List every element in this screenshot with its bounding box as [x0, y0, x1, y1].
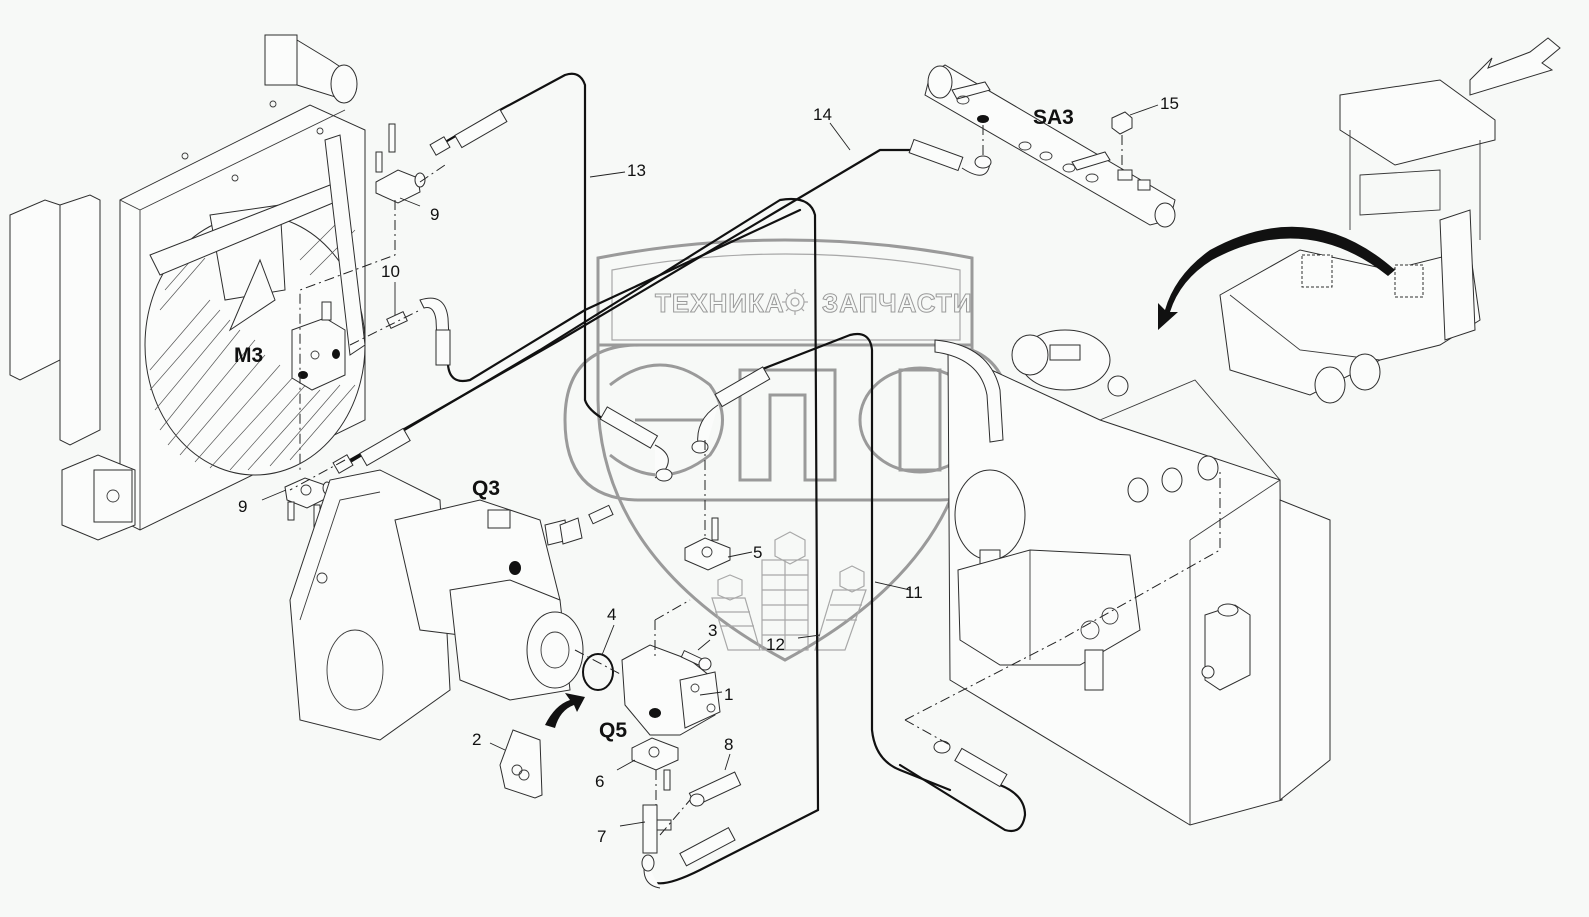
flange-upper — [375, 123, 426, 204]
watermark-left-text: ТЕХНИКА — [655, 288, 785, 318]
location-arrow-icon — [1158, 226, 1395, 330]
hose-to-tee — [648, 808, 820, 885]
callout-7: 7 — [597, 827, 606, 846]
callout-2: 2 — [472, 730, 481, 749]
hose-13-lower-fitting — [599, 406, 673, 482]
tee-fitting-7 — [642, 804, 672, 854]
callout-14: 14 — [813, 105, 832, 124]
component-label-q3: Q3 — [472, 477, 500, 500]
callout-13: 13 — [627, 161, 646, 180]
hydraulic-tank-assembly — [934, 329, 1331, 826]
callout-9-lower: 9 — [238, 497, 247, 516]
callout-4: 4 — [607, 605, 616, 624]
pump-q3-assembly — [289, 469, 614, 741]
callout-11: 11 — [905, 583, 923, 602]
hose-11 — [898, 763, 1027, 833]
view-direction-arrow-icon — [1469, 37, 1561, 96]
callout-9-upper: 9 — [430, 205, 439, 224]
machine-overview — [1219, 79, 1496, 404]
flange-5 — [684, 517, 731, 571]
hose-14-left-fitting — [332, 427, 411, 474]
hose-13-upper-fitting — [429, 108, 508, 156]
hose-14-right-fitting — [908, 138, 992, 176]
hose-12 — [758, 332, 952, 792]
fitting-10 — [386, 311, 408, 329]
manifold-sa3 — [924, 64, 1176, 228]
callout-6: 6 — [595, 772, 604, 791]
hose-13 — [433, 72, 607, 422]
gear-pump-q5 — [621, 644, 721, 736]
callout-3: 3 — [708, 621, 717, 640]
component-label-q5: Q5 — [599, 719, 627, 742]
hose-14-top — [348, 148, 932, 462]
gear-icon — [782, 289, 808, 315]
callout-5: 5 — [753, 543, 762, 562]
watermark-right-text: ЗАПЧАСТИ — [822, 288, 973, 318]
hose-tee-fitting — [641, 826, 736, 889]
callout-10: 10 — [381, 262, 400, 281]
bolt-3 — [680, 649, 712, 671]
component-label-m3: M3 — [234, 344, 263, 367]
hose-10 — [446, 208, 802, 383]
hose-10-fitting — [419, 297, 451, 366]
o-ring-4 — [582, 653, 614, 691]
hose-12-upper-fitting — [691, 366, 771, 454]
callout-15: 15 — [1160, 94, 1179, 113]
callout-1: 1 — [724, 685, 733, 704]
leader-lines — [261, 104, 1159, 827]
oil-cooler-assembly — [9, 34, 366, 541]
install-arrow-icon — [545, 693, 585, 728]
seal-kit-bag-2 — [499, 729, 543, 799]
assembly-centerlines — [289, 125, 1221, 836]
callout-12: 12 — [766, 635, 785, 654]
fitting-8 — [688, 771, 742, 807]
watermark: ТЕХНИКА ЗАПЧАСТИ — [563, 238, 1012, 662]
component-label-sa3: SA3 — [1033, 106, 1074, 129]
hose-11-fitting — [933, 740, 1008, 788]
wheat-emblem — [711, 531, 867, 651]
hose-14 — [343, 197, 820, 812]
callout-8: 8 — [724, 735, 733, 754]
flange-6 — [631, 737, 679, 791]
